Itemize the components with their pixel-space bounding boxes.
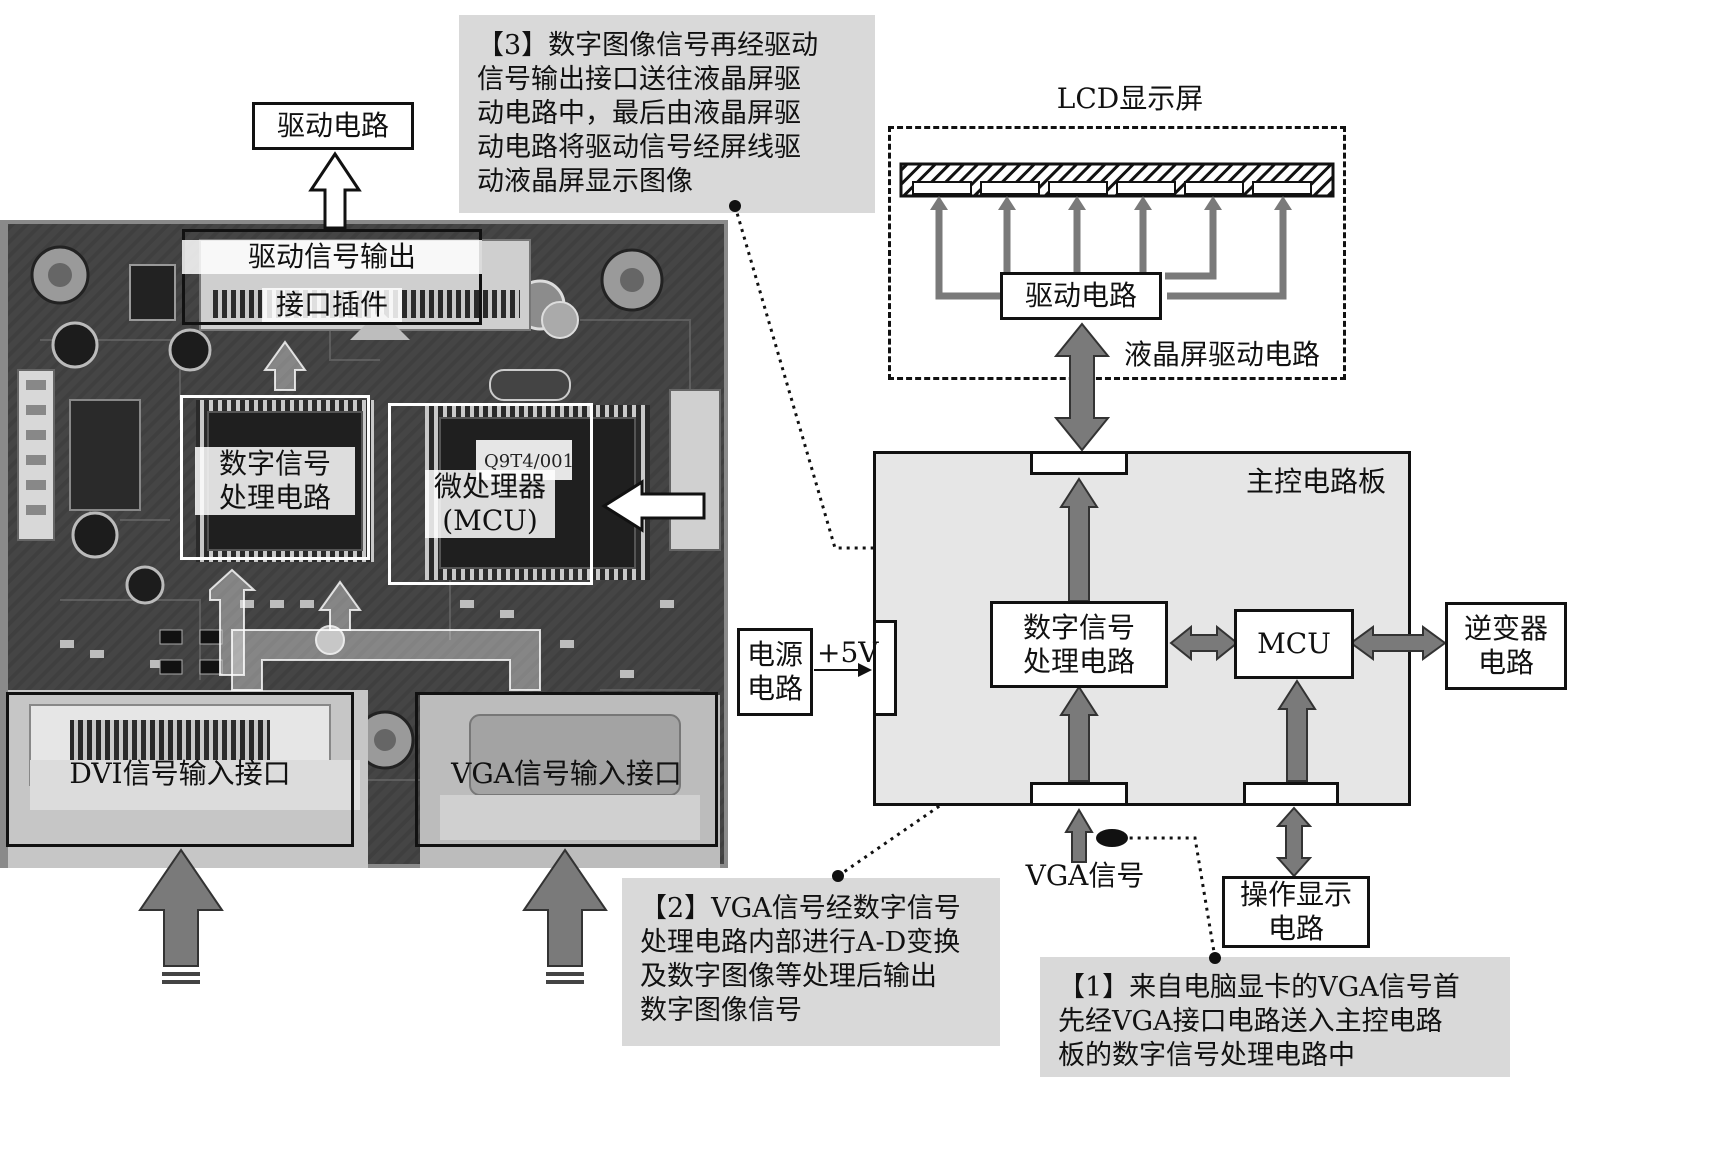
lcd-dashed-frame: [888, 126, 1346, 380]
callout-1: 【1】来自电脑显卡的VGA信号首 先经VGA接口电路送入主控电路 板的数字信号处…: [1040, 957, 1510, 1077]
board-left-port: [873, 620, 897, 716]
vga-input-arrow: [522, 848, 608, 984]
lcd-drive-group-label: 液晶屏驱动电路: [1124, 338, 1321, 371]
dsp-chip-box: [180, 395, 370, 560]
board-bottom-port-vga: [1030, 782, 1128, 806]
output-up-arrow: [308, 151, 362, 230]
mcu-box: MCU: [1234, 609, 1354, 679]
power-box: 电源 电路: [737, 628, 813, 716]
drive-output-label-line1: 驱动信号输出: [182, 240, 482, 274]
board-arrows: [1059, 477, 1447, 782]
dsp-chip-label: 数字信号 处理电路: [195, 447, 355, 515]
inverter-box: 逆变器 电路: [1445, 602, 1567, 690]
photo-signal-path: [209, 340, 541, 691]
drive-circuit-label: 驱动电路: [276, 109, 389, 142]
lcd-drive-box: 驱动电路: [1000, 272, 1162, 320]
op-display-double-arrow: [1276, 806, 1312, 878]
dsp-box: 数字信号 处理电路: [990, 601, 1168, 688]
plus5v-label: +5V: [817, 636, 879, 669]
vga-signal-label: VGA信号: [1025, 859, 1145, 892]
vga-signal-arrow: [1064, 808, 1094, 863]
board-top-port: [1030, 451, 1128, 475]
callout-2: 【2】VGA信号经数字信号 处理电路内部进行A-D变换 及数字图像等处理后输出 …: [622, 878, 1000, 1046]
pcb-photo-artwork: Q9T4/001: [0, 220, 728, 870]
mcu-chip-box: [388, 403, 593, 585]
main-board-label: 主控电路板: [1246, 465, 1387, 498]
mcu-left-arrow: [601, 479, 706, 533]
mcu-chip-label: 微处理器 (MCU): [425, 470, 555, 538]
vga-port-label: VGA信号输入接口: [451, 757, 682, 790]
lcd-panel: [899, 162, 1335, 300]
vga-port-box: [415, 692, 718, 847]
drive-output-label-line2: 接口插件: [262, 288, 402, 322]
chip-marking: Q9T4/001: [484, 451, 574, 472]
drive-circuit-box: [252, 102, 414, 150]
drive-board-double-arrow: [1054, 322, 1110, 452]
pcb-photo: Q9T4/001: [0, 220, 728, 870]
board-bottom-port-op: [1243, 782, 1339, 806]
callout-3: 【3】数字图像信号再经驱动 信号输出接口送往液晶屏驱 动电路中，最后由液晶屏驱 …: [459, 15, 875, 213]
lcd-title: LCD显示屏: [1056, 82, 1204, 115]
power-arrow: [814, 663, 872, 677]
dvi-port-label: DVI信号输入接口: [69, 757, 291, 790]
dvi-input-arrow: [138, 848, 224, 984]
op-display-box: 操作显示 电路: [1222, 876, 1370, 948]
dvi-port-box: [6, 692, 354, 847]
drive-output-connector-box: [182, 229, 482, 325]
